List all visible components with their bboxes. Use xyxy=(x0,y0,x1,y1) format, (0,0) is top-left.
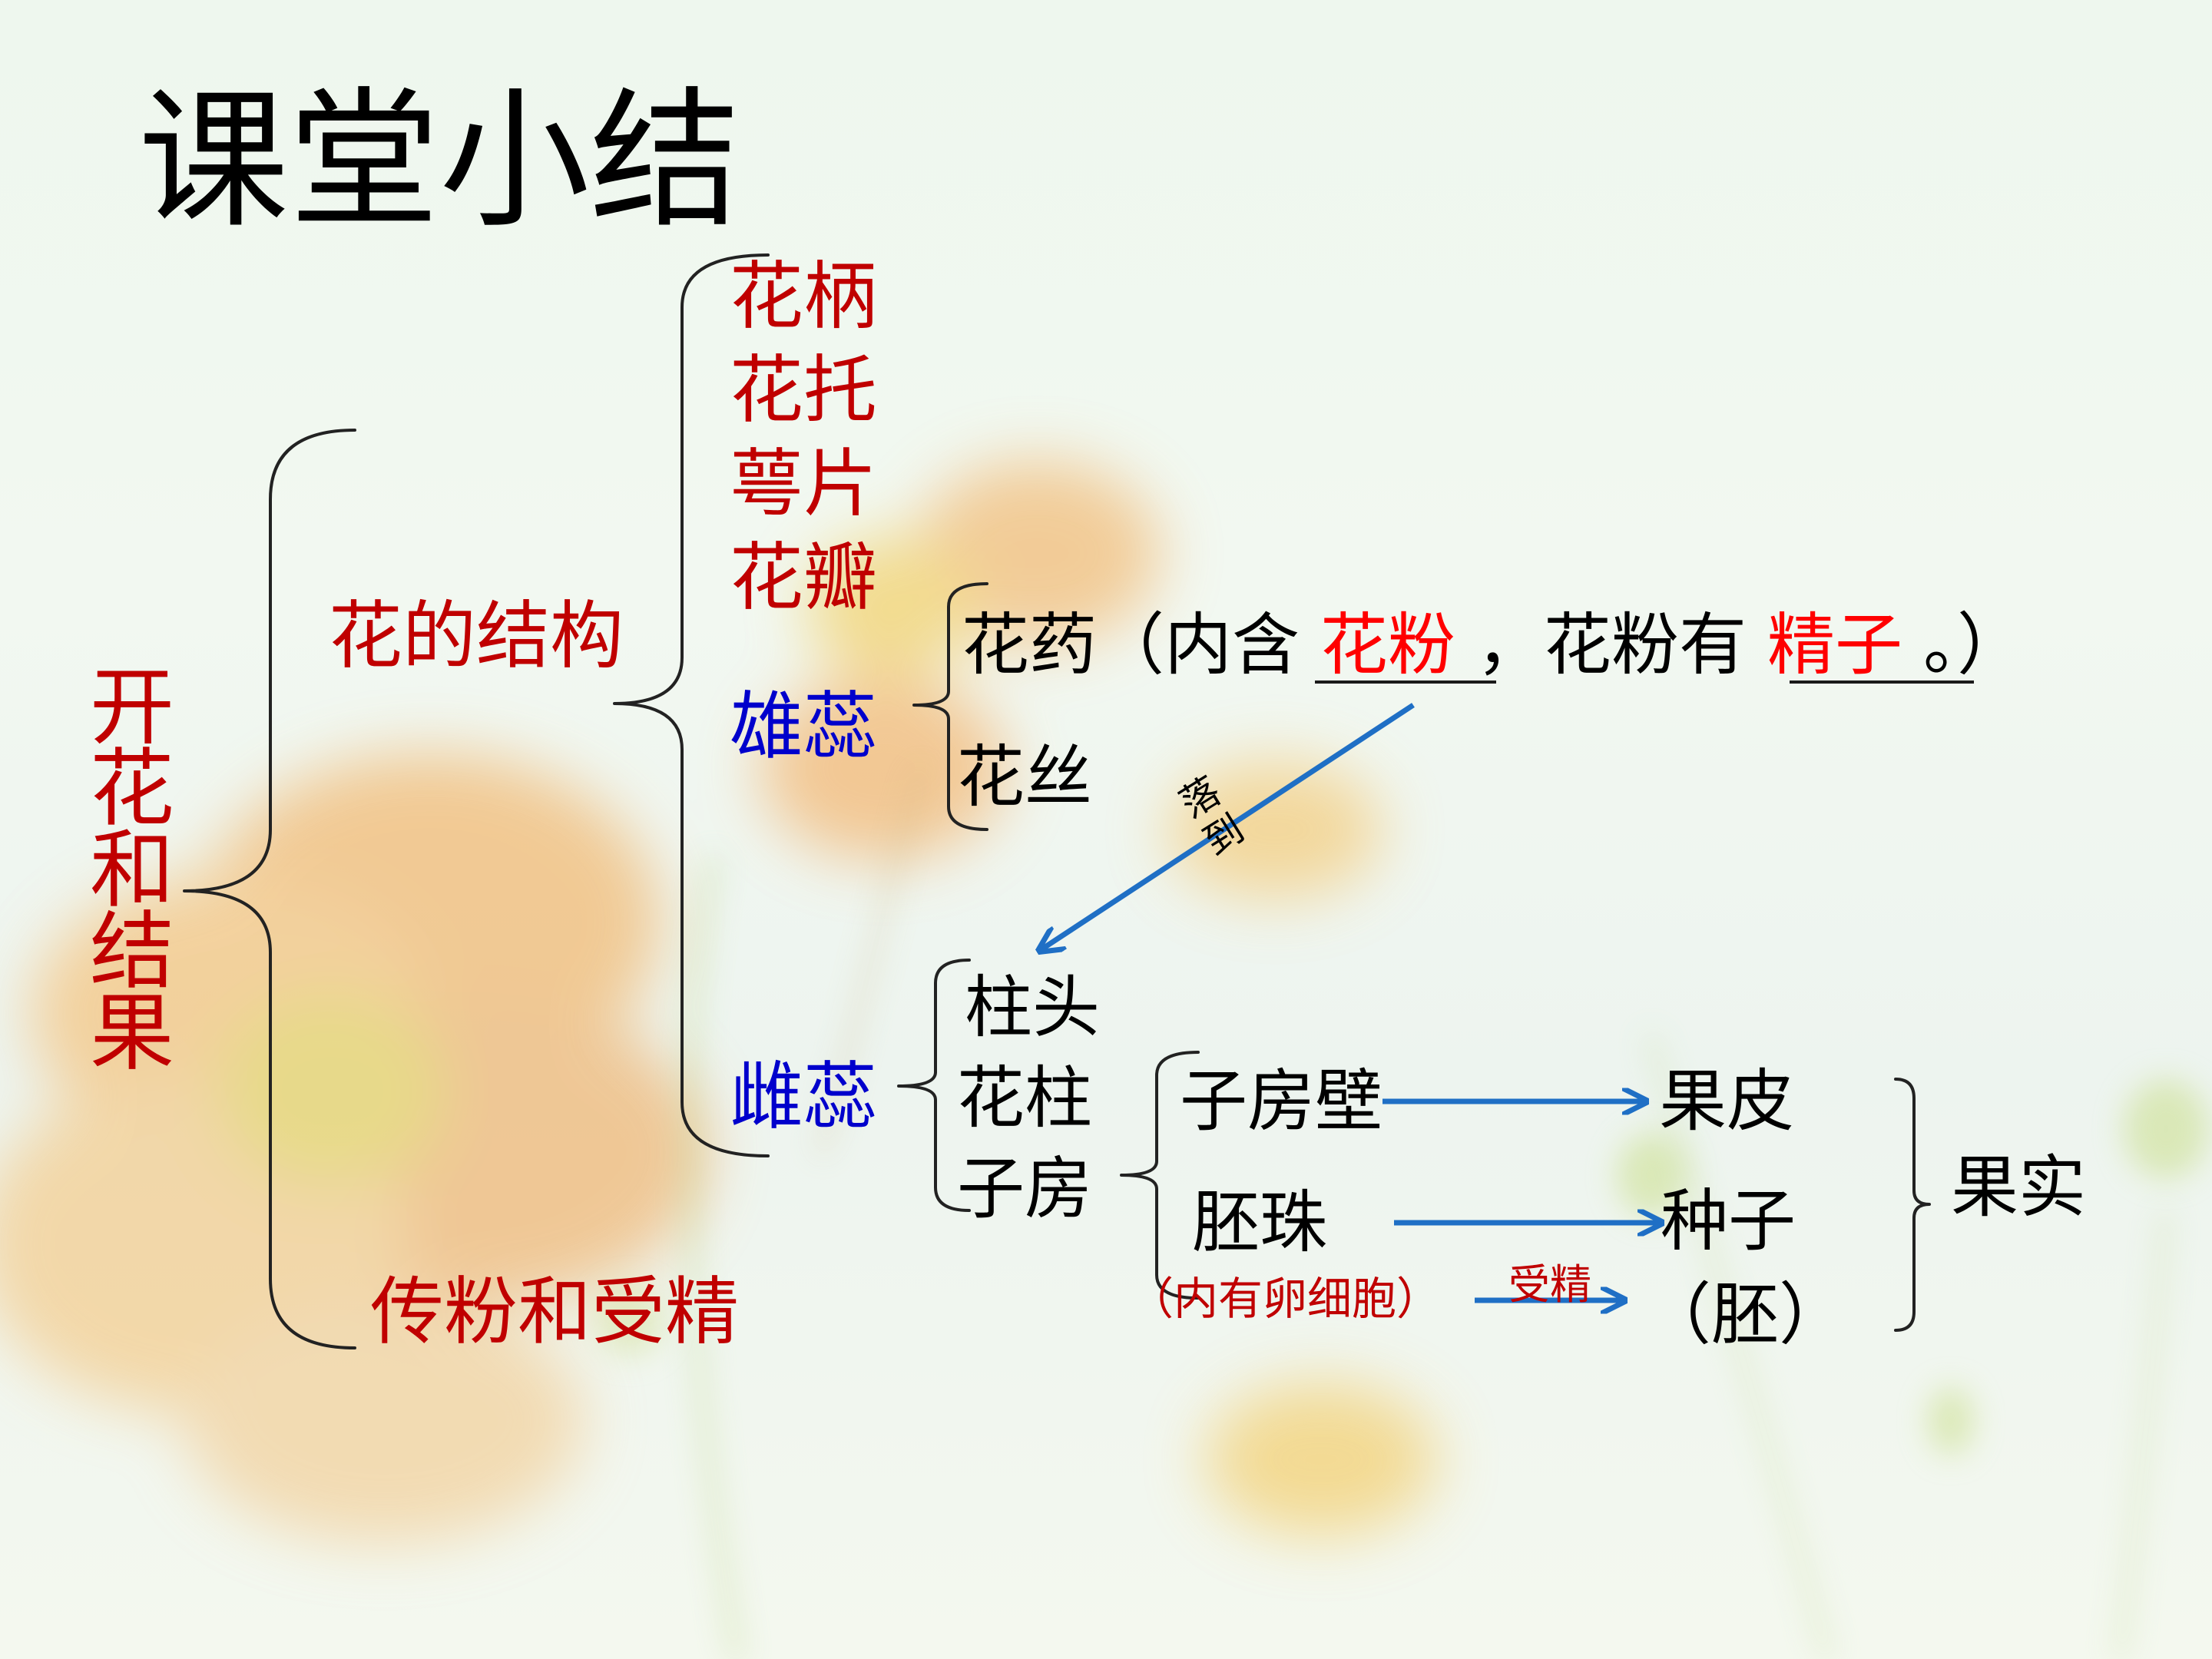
filament-label: 花丝 xyxy=(957,737,1093,816)
brace-fruit xyxy=(1894,1078,1931,1332)
brace-structure xyxy=(613,253,770,1157)
root-label: 开花和结果 xyxy=(90,658,174,1082)
page-title: 课堂小结 xyxy=(138,74,741,249)
anther-text-1: （内含 xyxy=(1097,605,1300,684)
arrow-pollen-to-stigma xyxy=(1041,703,1415,949)
brace-root xyxy=(183,429,356,1349)
brace-stamen xyxy=(912,582,988,831)
ovule-label: 胚珠 xyxy=(1192,1183,1328,1262)
pistil-part-ovary: 子房 xyxy=(957,1149,1093,1228)
result-pericarp: 果皮 xyxy=(1659,1061,1795,1141)
brace-pistil xyxy=(897,959,971,1212)
part-pedicel: 花柄 xyxy=(730,253,877,339)
part-petal: 花瓣 xyxy=(730,535,877,621)
anther-label: 花药 xyxy=(962,605,1098,684)
answer-pollen: 花粉 xyxy=(1320,605,1456,684)
pistil-part-stigma: 柱头 xyxy=(965,968,1101,1047)
result-embryo: （胚） xyxy=(1644,1275,1847,1354)
part-receptacle: 花托 xyxy=(730,347,877,433)
answer-sperm: 精子 xyxy=(1767,605,1903,684)
result-seed: 种子 xyxy=(1661,1181,1796,1260)
ovule-note: （内有卵细胞） xyxy=(1129,1273,1442,1325)
stamen-label: 雄蕊 xyxy=(730,684,877,770)
pistil-label: 雌蕊 xyxy=(730,1054,877,1140)
brace-ovary xyxy=(1120,1051,1200,1300)
pistil-part-style: 花柱 xyxy=(957,1058,1093,1137)
part-sepal: 萼片 xyxy=(730,441,877,527)
branch-pollination-label: 传粉和受精 xyxy=(370,1269,739,1355)
anther-text-3: 。） xyxy=(1923,605,2025,684)
anther-line: 花药（内含花粉，花粉有精子。） xyxy=(962,611,2025,679)
fruit-label: 果实 xyxy=(1951,1147,2087,1227)
fertilization-label: 受精 xyxy=(1508,1260,1591,1309)
anther-text-2: ，花粉有 xyxy=(1476,605,1747,684)
branch-structure-label: 花的结构 xyxy=(329,593,624,679)
ovary-wall-label: 子房壁 xyxy=(1180,1061,1383,1141)
